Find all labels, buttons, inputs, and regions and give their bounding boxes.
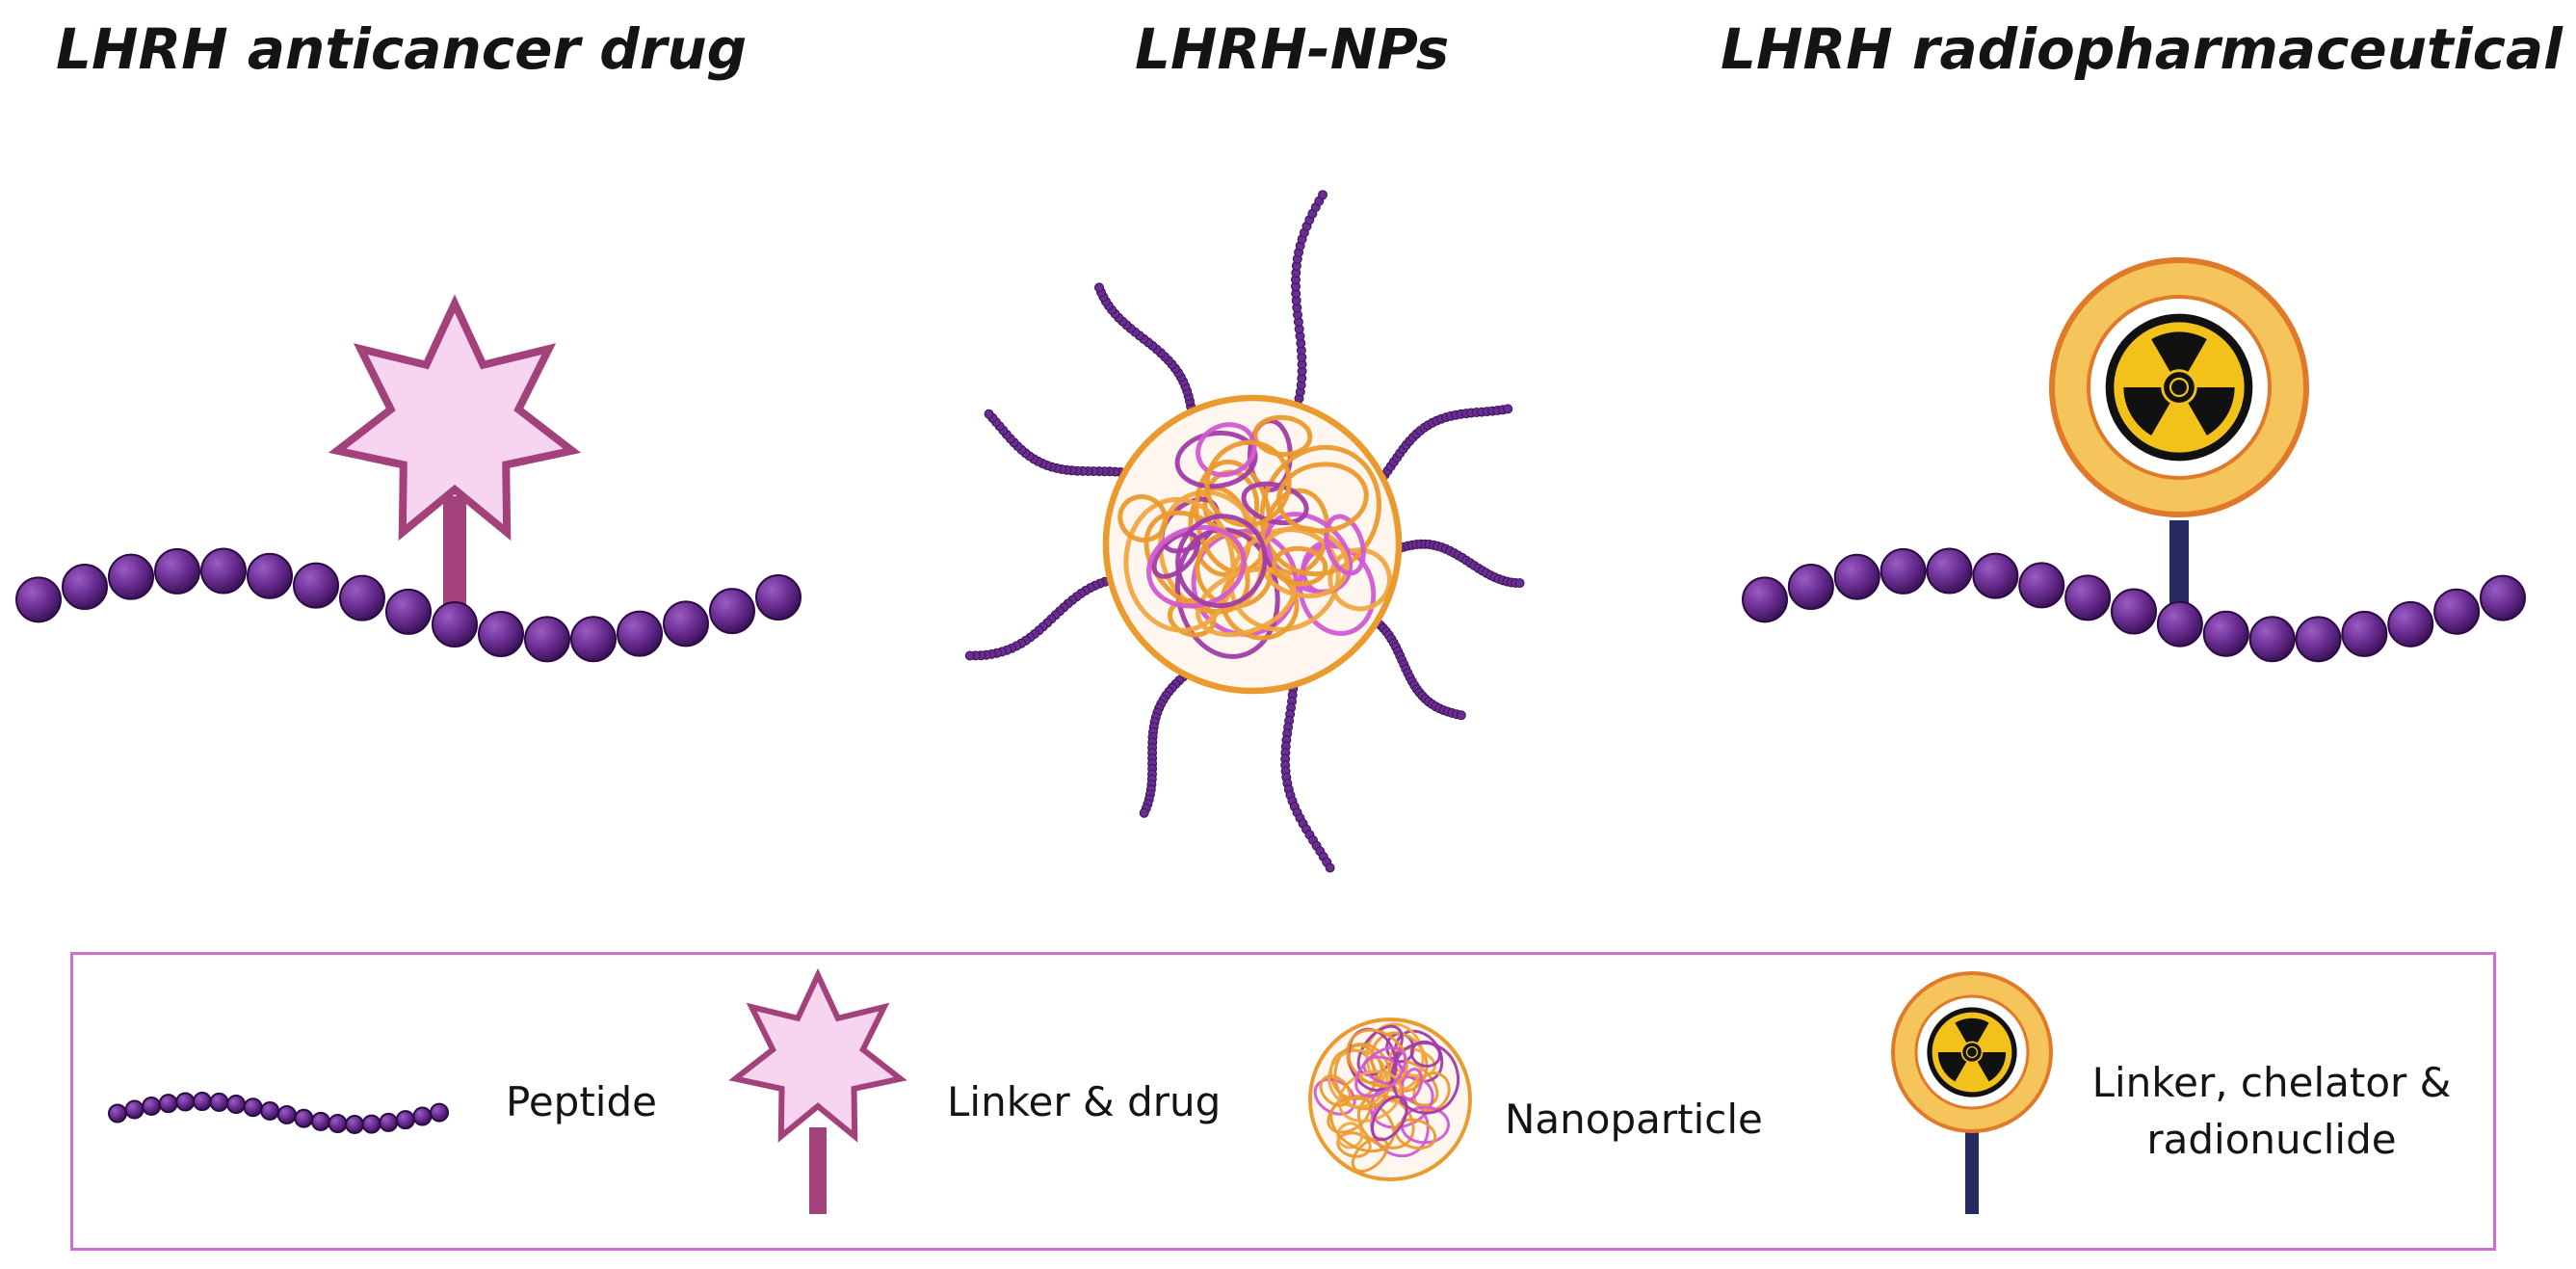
legend-label-radionuclide-line1: Linker, chelator & [2091,1059,2452,1106]
radiopharmaceutical-figure [1742,257,2526,663]
peptide-chain-2 [1742,547,2526,663]
chelator-linker-stem [2169,520,2189,617]
title-radiopharmaceutical: LHRH radiopharmaceutical [1721,16,2563,82]
legend-box [70,952,2496,1251]
legend-nanoparticle-icon [1308,1018,1472,1181]
drug-linker-stem [443,496,466,621]
drug-star-icon [328,294,582,542]
legend-label-radionuclide: Linker, chelator & radionuclide [2079,1055,2464,1169]
anticancer-drug-figure [15,294,802,663]
legend-linker-drug-icon [728,967,907,1214]
legend-peptide-icon [108,1092,449,1134]
title-anticancer-drug: LHRH anticancer drug [56,16,748,82]
legend-label-radionuclide-line2: radionuclide [2146,1115,2397,1163]
legend-radionuclide-icon [1891,971,2053,1214]
nanoparticle-core [1102,394,1403,695]
title-lhrh-nps: LHRH-NPs [1135,16,1450,82]
legend-icons [108,967,2053,1214]
lhrh-nanoparticle-figure [964,190,1525,873]
peptide-chain-1 [15,547,802,663]
legend-label-peptide: Peptide [506,1078,657,1125]
radionuclide-icon [2049,257,2309,517]
legend-label-linker-drug: Linker & drug [947,1078,1222,1125]
legend-label-nanoparticle: Nanoparticle [1505,1096,1763,1143]
